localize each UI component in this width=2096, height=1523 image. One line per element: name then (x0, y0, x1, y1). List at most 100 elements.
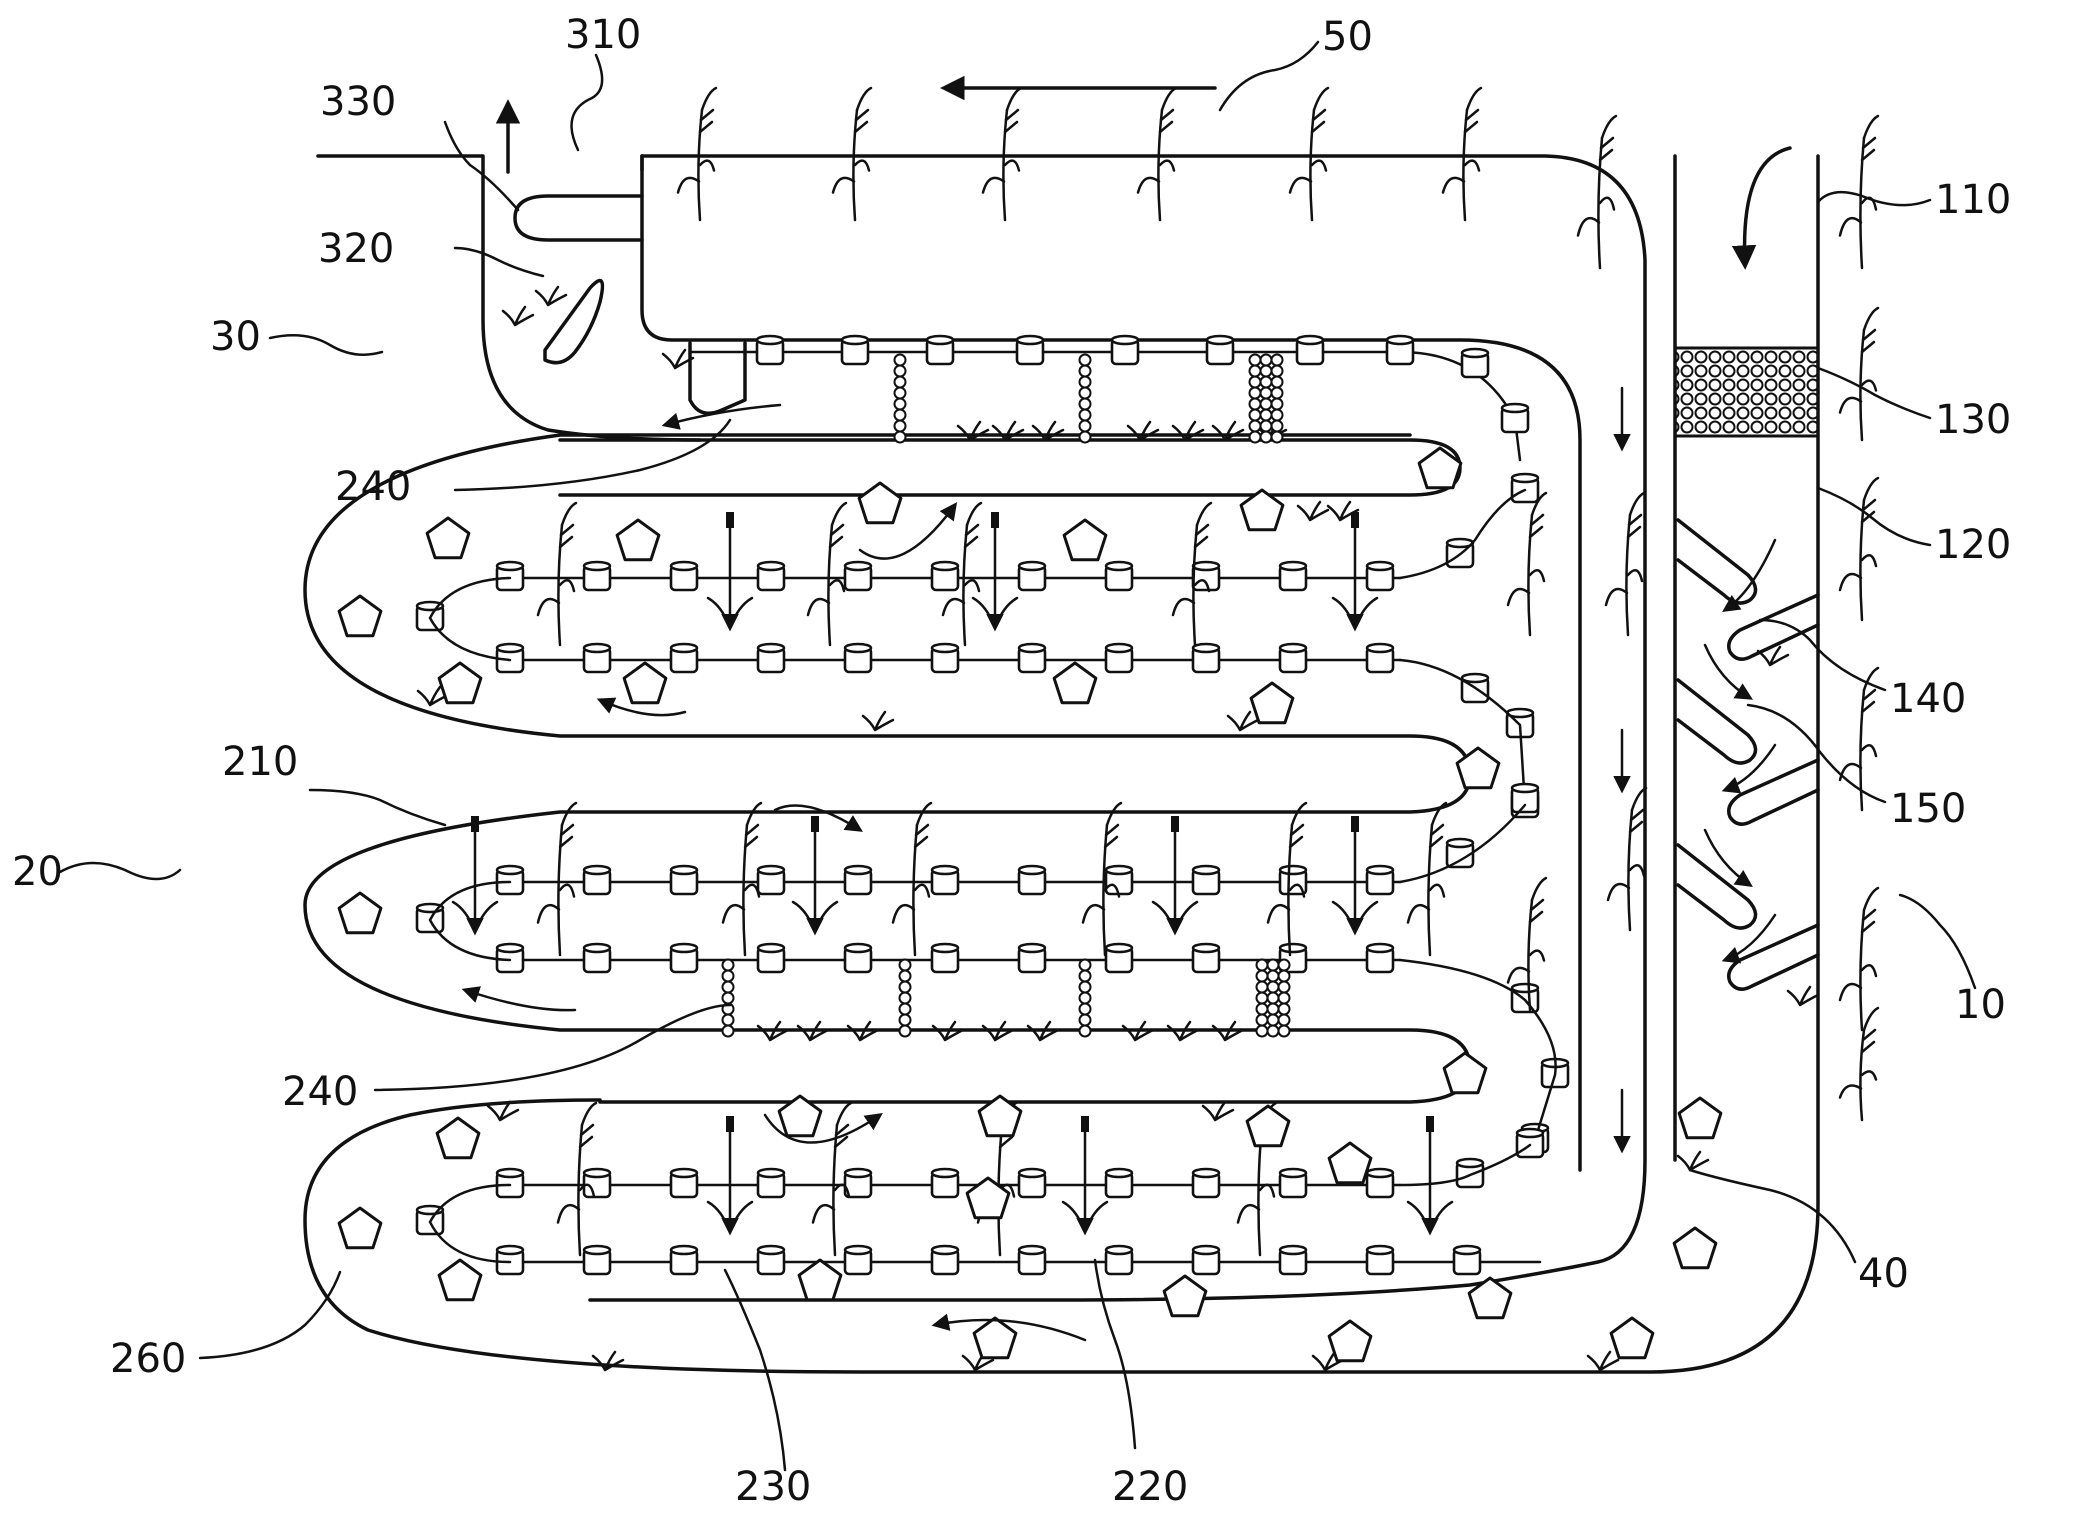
baffle-320 (543, 278, 605, 365)
bead-column (898, 958, 912, 1038)
grass-tuft (1756, 645, 1790, 667)
aeration-cylinder (1017, 942, 1047, 974)
filler-pentagon (1467, 1276, 1513, 1320)
grass-tuft (1226, 710, 1260, 732)
plants (416, 86, 1880, 1372)
aeration-cylinder (930, 1244, 960, 1276)
aeration-cylinder (1191, 864, 1221, 896)
reed-plant (1288, 86, 1330, 222)
aeration-cylinder (1017, 560, 1047, 592)
label-50: 50 (1322, 14, 1373, 60)
filter-mesh-130 (1673, 346, 1820, 438)
grass-tuft (1586, 1350, 1620, 1372)
aeration-cylinder (1452, 1244, 1482, 1276)
serpentine-lobe-1 (303, 433, 1472, 1104)
aeration-drop (451, 816, 499, 936)
aeration-drop (1406, 1116, 1454, 1236)
aeration-cylinder (669, 942, 699, 974)
reed-plant (1838, 306, 1880, 442)
filler-pentagon (1609, 1316, 1655, 1360)
label-240a: 240 (335, 464, 411, 510)
reed-plant (1406, 801, 1448, 957)
aeration-cylinder (930, 642, 960, 674)
chain-line (428, 576, 512, 662)
label-40: 40 (1858, 1251, 1909, 1297)
aeration-cylinder (1191, 642, 1221, 674)
aeration-cylinder (1445, 837, 1475, 869)
reed-plant (1838, 476, 1880, 622)
grass-tuft (846, 1020, 880, 1042)
reed-plant (806, 501, 848, 647)
filler-pentagon (1677, 1096, 1723, 1140)
reed-plant (536, 801, 578, 957)
aeration-cylinder (843, 1244, 873, 1276)
aeration-cylinder (843, 942, 873, 974)
reed-plant (891, 801, 933, 957)
filler-pentagon (435, 1116, 481, 1160)
chain-line (1398, 1143, 1532, 1187)
aeration-cylinder (1205, 334, 1235, 366)
label-260: 260 (110, 1336, 186, 1382)
reed-plant (536, 501, 578, 647)
grass-tuft (1171, 420, 1205, 442)
bead-column (893, 353, 907, 444)
filler-pentagon (337, 594, 383, 638)
aeration-cylinder (582, 560, 612, 592)
aeration-drop (1061, 1116, 1109, 1236)
aeration-cylinder (756, 560, 786, 592)
aeration-cylinder (930, 864, 960, 896)
filler-pentagon (1062, 518, 1108, 562)
aeration-drop (1331, 816, 1379, 936)
reed-plant (1506, 876, 1548, 1012)
filler-pentagon (857, 481, 903, 525)
aeration-cylinder (755, 334, 785, 366)
chain-line (688, 350, 1522, 462)
reed-plant (1838, 1006, 1880, 1122)
grass-tuft (1211, 420, 1245, 442)
filler-pentagon (972, 1316, 1018, 1360)
aeration-cylinder (1278, 560, 1308, 592)
filler-pentagon (1417, 446, 1463, 490)
aeration-cylinder (582, 942, 612, 974)
grass-tuft (861, 710, 895, 732)
aeration-cylinder (669, 560, 699, 592)
reed-plant (1081, 801, 1123, 957)
aeration-cylinder (669, 864, 699, 896)
filler-pentagon (1327, 1141, 1373, 1185)
aeration-cylinder (1191, 1167, 1221, 1199)
filler-pentagon (797, 1258, 843, 1302)
reed-plant (1441, 86, 1483, 222)
aeration-drop (706, 1116, 754, 1236)
aeration-cylinder (1104, 560, 1134, 592)
grass-tuft (1201, 1100, 1235, 1122)
filler-pentagon (1245, 1104, 1291, 1148)
aeration-cylinder (1015, 334, 1045, 366)
filler-pentagon (1442, 1051, 1488, 1095)
grass-tuft (661, 348, 695, 370)
bead-column (1078, 958, 1092, 1038)
reed-plant (556, 1101, 598, 1257)
aeration-cylinder (930, 1167, 960, 1199)
aeration-cylinder (1385, 334, 1415, 366)
reed-plant (831, 86, 873, 222)
aeration-cylinder (1104, 642, 1134, 674)
reference-labels: 310 50 330 320 30 110 130 240 120 140 21… (12, 12, 2011, 1510)
aeration-cylinder (582, 864, 612, 896)
aeration-cylinder (495, 942, 525, 974)
aeration-cylinder (582, 642, 612, 674)
flow-arrows (461, 75, 1792, 1342)
flow-arrow-inlet (1731, 146, 1792, 270)
label-210: 210 (222, 739, 298, 785)
aeration-cylinder (1460, 347, 1490, 379)
aeration-drop (1151, 816, 1199, 936)
aeration-cylinder (1278, 864, 1308, 896)
filler-pentagon (1249, 681, 1295, 725)
reed-plant (1266, 801, 1308, 957)
bead-column (1255, 958, 1291, 1038)
bead-column (1078, 353, 1092, 444)
chain-line (428, 1183, 512, 1264)
aeration-cylinder (1191, 1244, 1221, 1276)
filler-pentagon (1239, 488, 1285, 532)
aeration-cylinder (495, 1244, 525, 1276)
grass-tuft (931, 1020, 965, 1042)
